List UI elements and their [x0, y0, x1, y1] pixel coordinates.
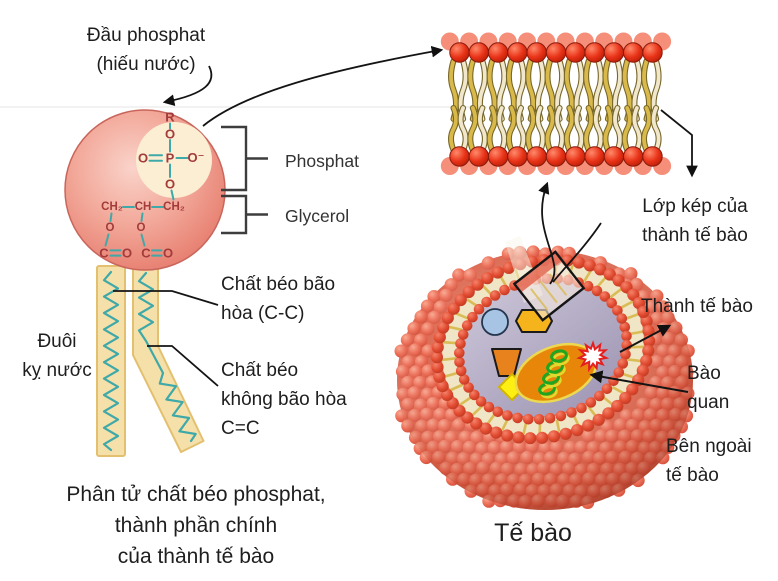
cell-wall-label: Thành tế bào	[641, 296, 753, 317]
atom-o-carbonyl-right: O	[162, 245, 174, 261]
unsaturated-fat-line2: không bão hòa	[221, 389, 347, 410]
membrane-zoom-box	[512, 250, 586, 322]
molecule-caption-line2: thành phần chính	[114, 514, 278, 537]
atom-o-carbonyl-left: O	[121, 245, 133, 261]
unsaturated-fat-line3: C=C	[221, 418, 260, 439]
label-to-box-curve	[552, 222, 602, 283]
chemical-bonds	[104, 122, 189, 257]
hydrophobic-tail-label: Đuôi kỵ nước	[22, 327, 92, 385]
atom-r-group: R	[165, 109, 175, 125]
phosphat-label: Phosphat	[285, 151, 359, 171]
saturated-fat-label: Chất béo bão hòa (C-C)	[221, 270, 335, 328]
unsaturated-fat-line1: Chất béo	[221, 360, 299, 381]
organelle-label: Bào quan	[687, 359, 729, 417]
unsaturated-tail-zigzag	[137, 271, 197, 443]
bilayer-label-line2: thành tế bào	[642, 225, 748, 246]
glycerol-label: Glycerol	[285, 206, 350, 226]
atom-o-left: O	[137, 150, 149, 166]
hydrophobic-tail-line1: Đuôi	[37, 331, 77, 352]
molecule-caption-line1: Phân tử chất béo phosphat,	[66, 483, 326, 506]
atom-o-ester-left: O	[105, 222, 115, 234]
organelle-label-line1: Bào	[687, 363, 721, 384]
phosphate-head-label-line2: (hiếu nước)	[96, 54, 196, 75]
fat-leader-lines	[113, 290, 219, 387]
organelle-blue-circle	[481, 308, 509, 336]
unsaturated-fat-label: Chất béo không bão hòa C=C	[221, 356, 347, 443]
organelle-starburst	[576, 340, 610, 373]
molecule-brackets	[221, 125, 268, 235]
hydrophobic-tail-line2: kỵ nước	[22, 360, 92, 381]
atom-o-top: O	[164, 126, 176, 142]
atom-ch2-right: CH₂	[163, 201, 185, 213]
lipid-bilayer-illustration	[440, 32, 672, 175]
atom-o-bottom: O	[164, 176, 176, 192]
bilayer-label-line1: Lớp kép của	[642, 196, 748, 217]
saturated-fat-line1: Chất béo bão	[221, 274, 336, 295]
cell-caption: Tế bào	[494, 519, 572, 547]
organelle-label-line2: quan	[687, 392, 730, 413]
organelles	[481, 308, 610, 404]
cell-illustration	[394, 236, 695, 510]
bilayer-label: Lớp kép của thành tế bào	[642, 192, 748, 250]
atom-ch-mid: CH	[134, 201, 152, 213]
molecule-caption: Phân tử chất béo phosphat, thành phần ch…	[66, 479, 325, 572]
phospholipid-molecule-illustration	[64, 109, 268, 457]
connector-arrows	[162, 45, 698, 393]
outside-cell-label: Bên ngoài tế bào	[666, 432, 752, 490]
head-label-arrow	[162, 65, 213, 106]
phosphate-head-label: Đầu phosphat (hiếu nước)	[87, 21, 205, 79]
saturated-fat-line2: hòa (C-C)	[221, 303, 305, 324]
outside-cell-line1: Bên ngoài	[666, 436, 752, 457]
phosphate-group-highlight	[136, 122, 212, 198]
cell-wall-arrow	[619, 324, 672, 353]
saturated-tail-zigzag	[102, 270, 120, 452]
atom-o-right: O⁻	[187, 150, 205, 165]
molecule-caption-line3: của thành tế bào	[117, 545, 275, 568]
fatty-acid-tails	[96, 265, 205, 457]
atom-ch2-left: CH₂	[101, 201, 123, 213]
atom-c-right: C	[141, 245, 151, 261]
outside-cell-line2: tế bào	[666, 465, 719, 486]
phosphate-head-label-line1: Đầu phosphat	[86, 25, 206, 46]
molecule-to-bilayer-arrow	[202, 45, 444, 127]
organelle-arrow	[589, 370, 689, 393]
box-to-bilayer-arrow	[538, 181, 556, 285]
atom-o-ester-right: O	[136, 222, 146, 234]
saturated-tail-shape	[96, 265, 126, 457]
atom-p: P	[165, 150, 175, 166]
bilayer-label-arrow	[660, 109, 698, 178]
atom-c-left: C	[99, 245, 109, 261]
